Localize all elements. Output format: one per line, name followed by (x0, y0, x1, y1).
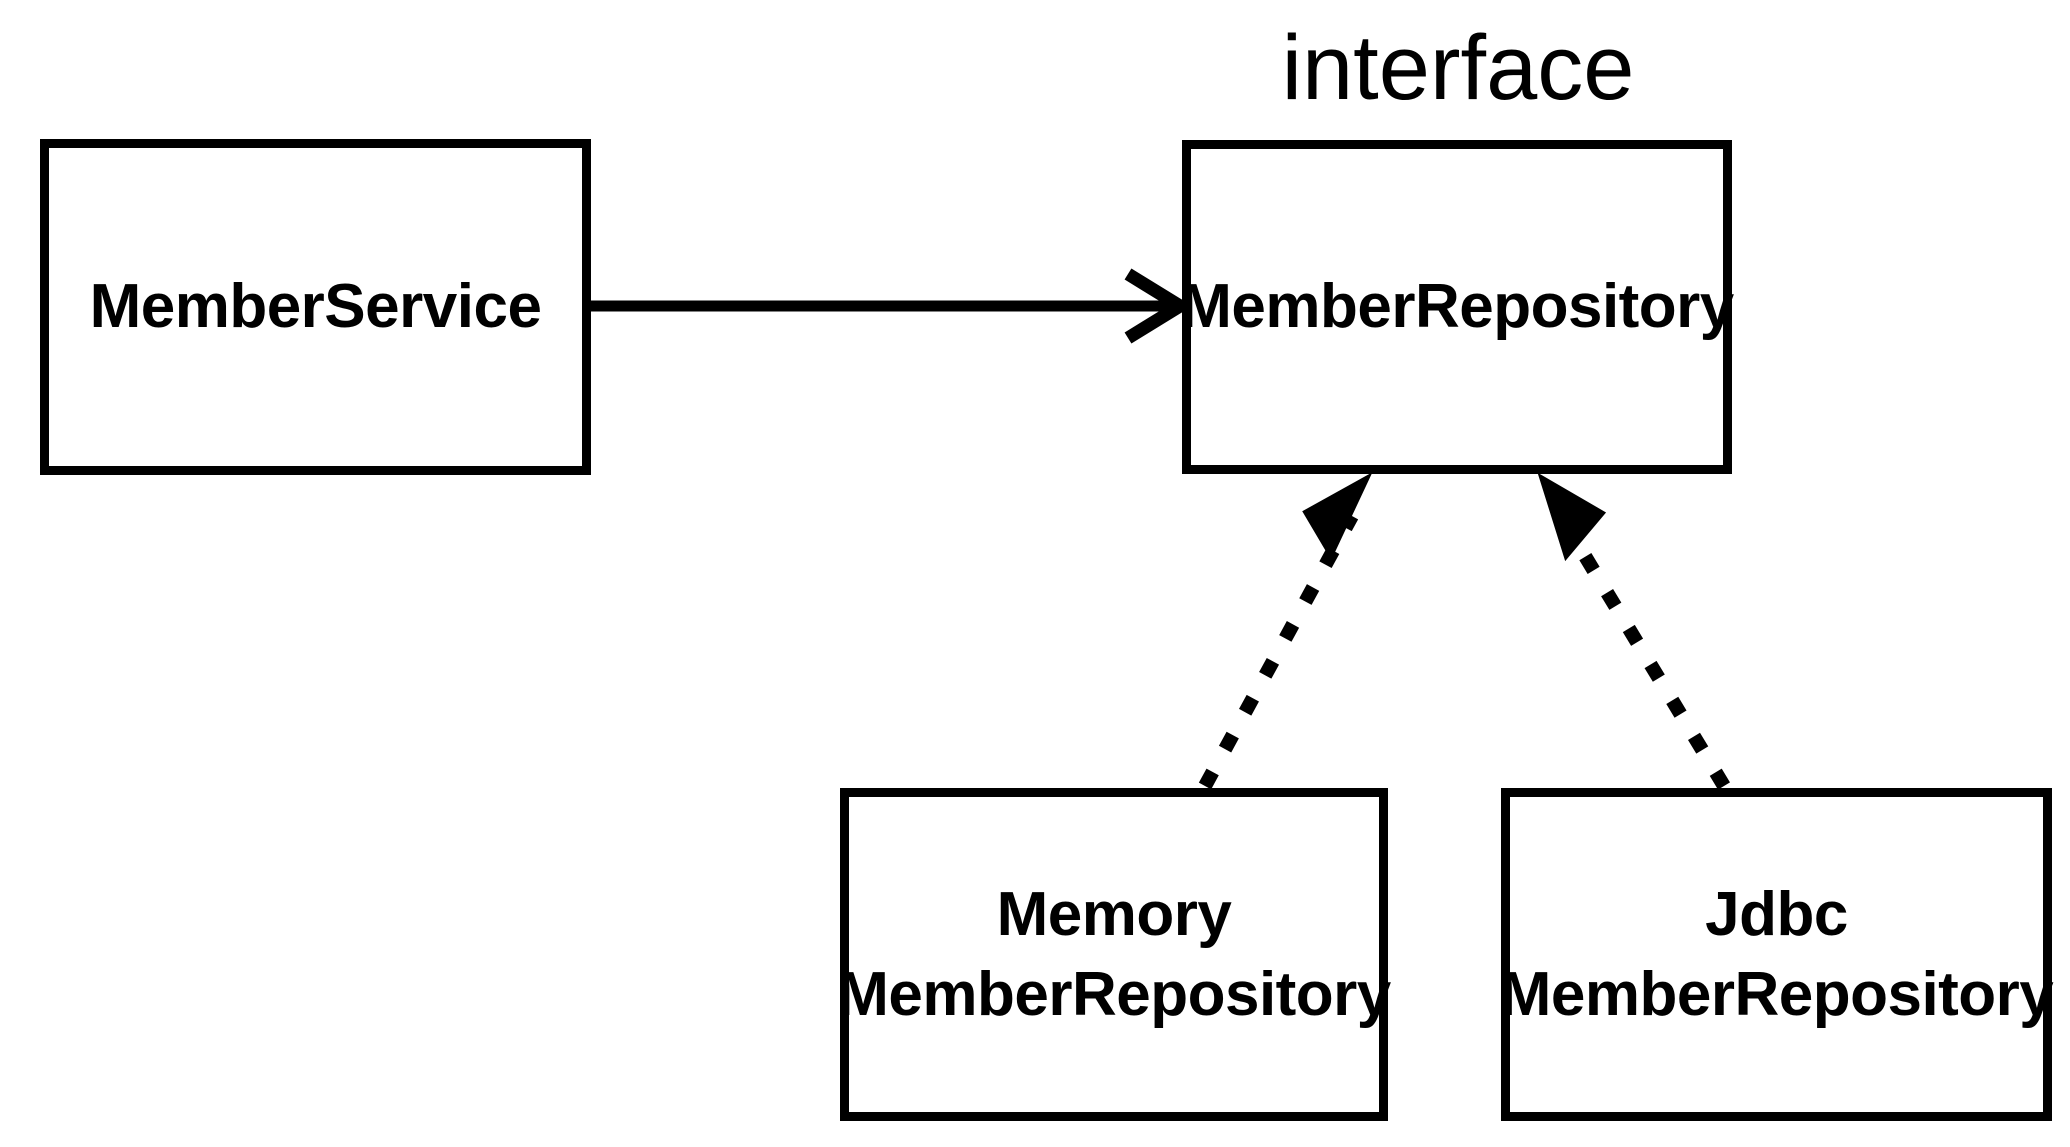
realization-dotted-line (1556, 514, 1730, 790)
class-box-member-service-label: MemberService (89, 272, 542, 342)
class-box-memory-member-repository-label-line-2: MemberRepository (837, 959, 1391, 1029)
edge-jdbc-to-repository (1537, 472, 1730, 790)
edge-service-to-repository (583, 268, 1193, 344)
class-box-member-repository[interactable]: MemberRepository (1180, 140, 1734, 474)
realization-dotted-line (1198, 512, 1359, 790)
class-box-memory-member-repository-label-line-1: Memory (996, 880, 1232, 950)
open-arrowhead-icon (1124, 268, 1193, 344)
class-box-member-service[interactable]: MemberService (40, 139, 591, 475)
edge-memory-to-repository (1198, 472, 1373, 790)
class-box-jdbc-member-repository-label-line-2: MemberRepository (1499, 959, 2054, 1029)
interface-stereotype-label: interface (1281, 17, 1635, 119)
filled-triangle-arrowhead-icon (1537, 472, 1607, 562)
class-box-jdbc-member-repository-label-line-1: Jdbc (1705, 880, 1848, 950)
filled-triangle-arrowhead-icon (1302, 472, 1373, 561)
class-box-member-repository-label: MemberRepository (1180, 272, 1734, 342)
